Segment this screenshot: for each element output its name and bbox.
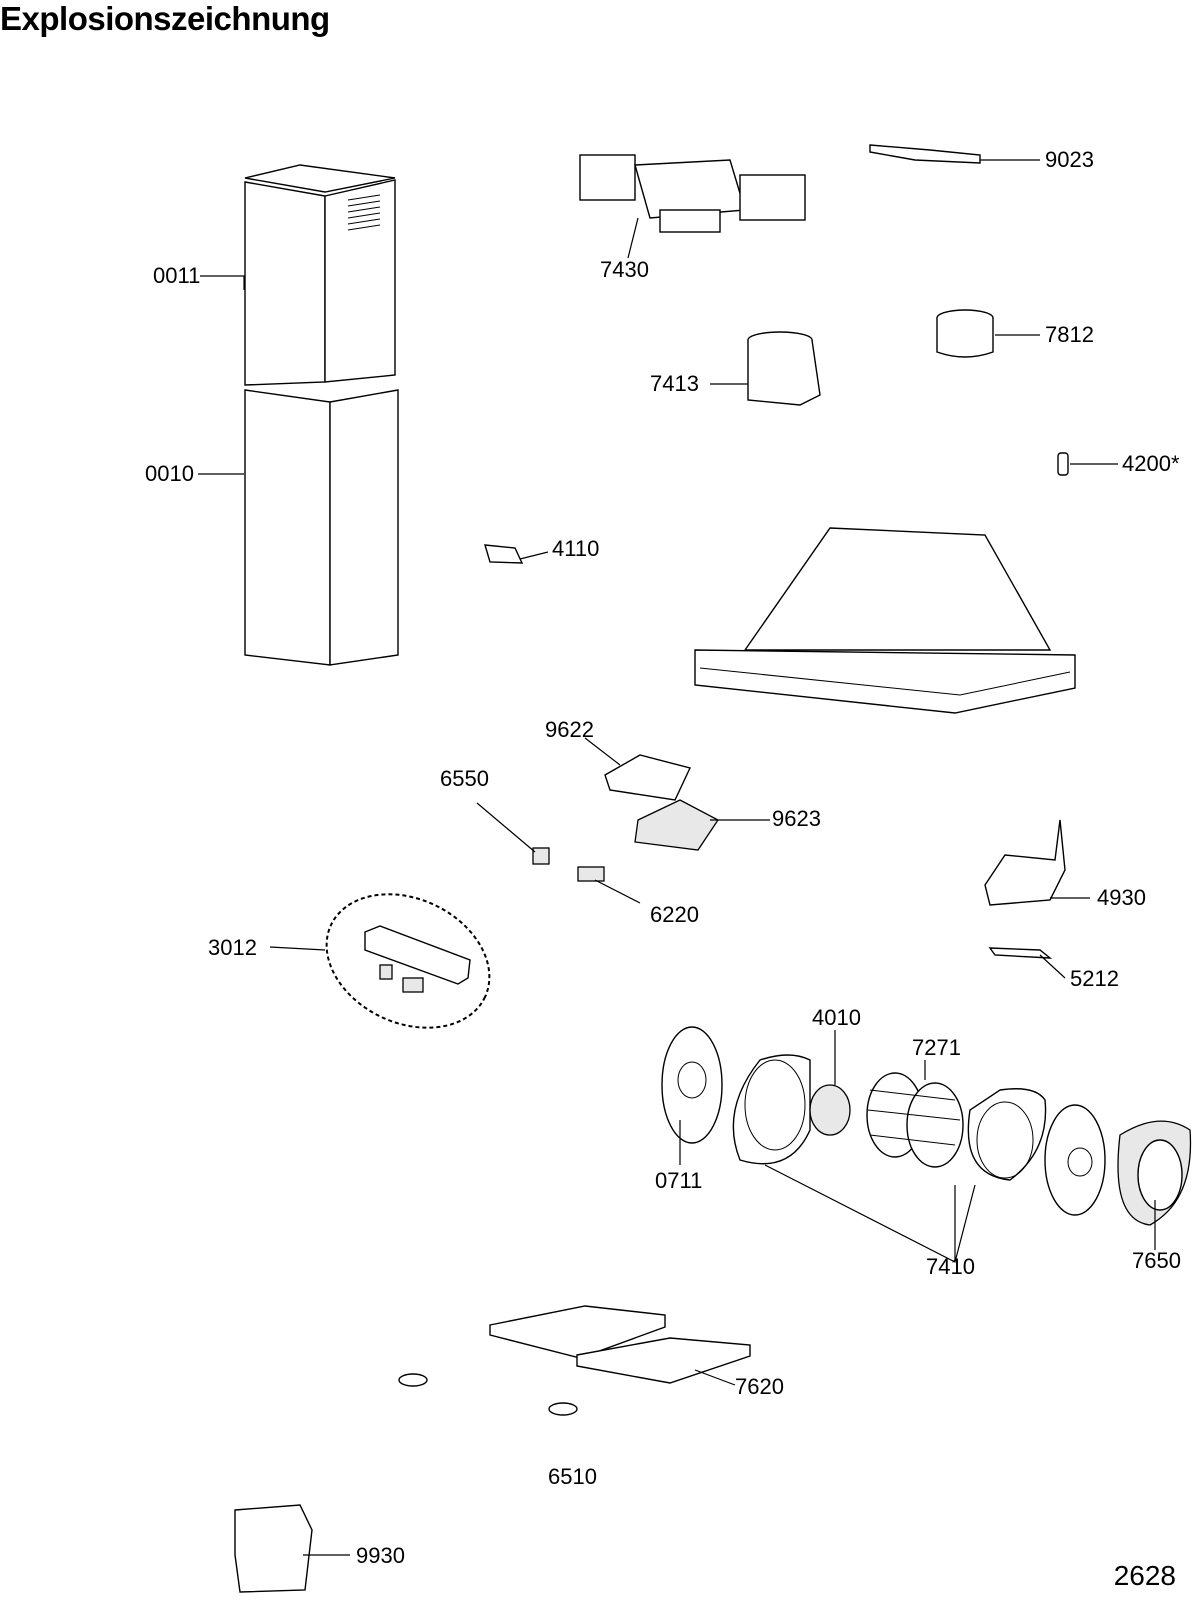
flat-duct-set <box>579 154 806 233</box>
chimney-lower-part <box>244 389 399 666</box>
fan-housing-front <box>732 1054 811 1165</box>
part-label-9622: 9622 <box>545 717 594 742</box>
grease-filters <box>489 1305 751 1384</box>
filter-holder-plate <box>1044 1104 1106 1216</box>
part-label-7620: 7620 <box>735 1374 784 1399</box>
part-label-7430: 7430 <box>600 257 649 282</box>
motor-bracket <box>984 819 1066 906</box>
motor <box>809 1084 851 1136</box>
carbon-filter <box>1117 1120 1192 1226</box>
part-label-6550: 6550 <box>440 766 489 791</box>
hood-body <box>694 527 1076 714</box>
part-label-0711: 0711 <box>655 1168 702 1193</box>
mounting-plate <box>661 1026 723 1144</box>
page-title: Explosionszeichnung <box>0 0 330 37</box>
part-label-6510: 6510 <box>548 1464 597 1489</box>
control-board <box>634 799 719 851</box>
rubber-feet <box>398 1373 578 1416</box>
fan-housing-rear <box>967 1088 1047 1181</box>
impeller <box>866 1072 964 1168</box>
control-panel-group <box>325 893 491 1029</box>
accessory-bag <box>234 1504 313 1593</box>
part-label-7413: 7413 <box>650 371 699 396</box>
lamp-holder <box>484 544 524 564</box>
push-button-small <box>532 847 550 865</box>
part-label-0010: 0010 <box>145 461 194 486</box>
part-label-0011: 0011 <box>153 263 200 288</box>
fixing-clip <box>988 947 1053 959</box>
control-board-cover <box>604 754 691 801</box>
mounting-bracket <box>869 144 981 164</box>
part-label-7271: 7271 <box>912 1035 961 1060</box>
part-label-6220: 6220 <box>650 902 699 927</box>
part-label-7650: 7650 <box>1132 1248 1181 1273</box>
part-label-9930: 9930 <box>356 1543 405 1568</box>
part-label-4110: 4110 <box>552 536 599 561</box>
part-label-9023: 9023 <box>1045 147 1094 172</box>
part-label-7812: 7812 <box>1045 322 1094 347</box>
air-outlet-adapter <box>747 331 821 406</box>
part-label-4930: 4930 <box>1097 885 1146 910</box>
lamp <box>1057 452 1069 476</box>
chimney-upper-part <box>244 164 396 386</box>
reducer-ring <box>936 309 994 358</box>
push-button <box>577 866 605 882</box>
part-label-5212: 5212 <box>1070 966 1119 991</box>
part-label-4010: 4010 <box>812 1005 861 1030</box>
part-label-3012: 3012 <box>208 935 257 960</box>
part-label-9623: 9623 <box>772 806 821 831</box>
leader-lines <box>198 159 1156 1556</box>
part-label-4200: 4200* <box>1122 451 1180 476</box>
page-number: 2628 <box>1113 1560 1176 1591</box>
part-label-7410: 7410 <box>926 1254 975 1279</box>
